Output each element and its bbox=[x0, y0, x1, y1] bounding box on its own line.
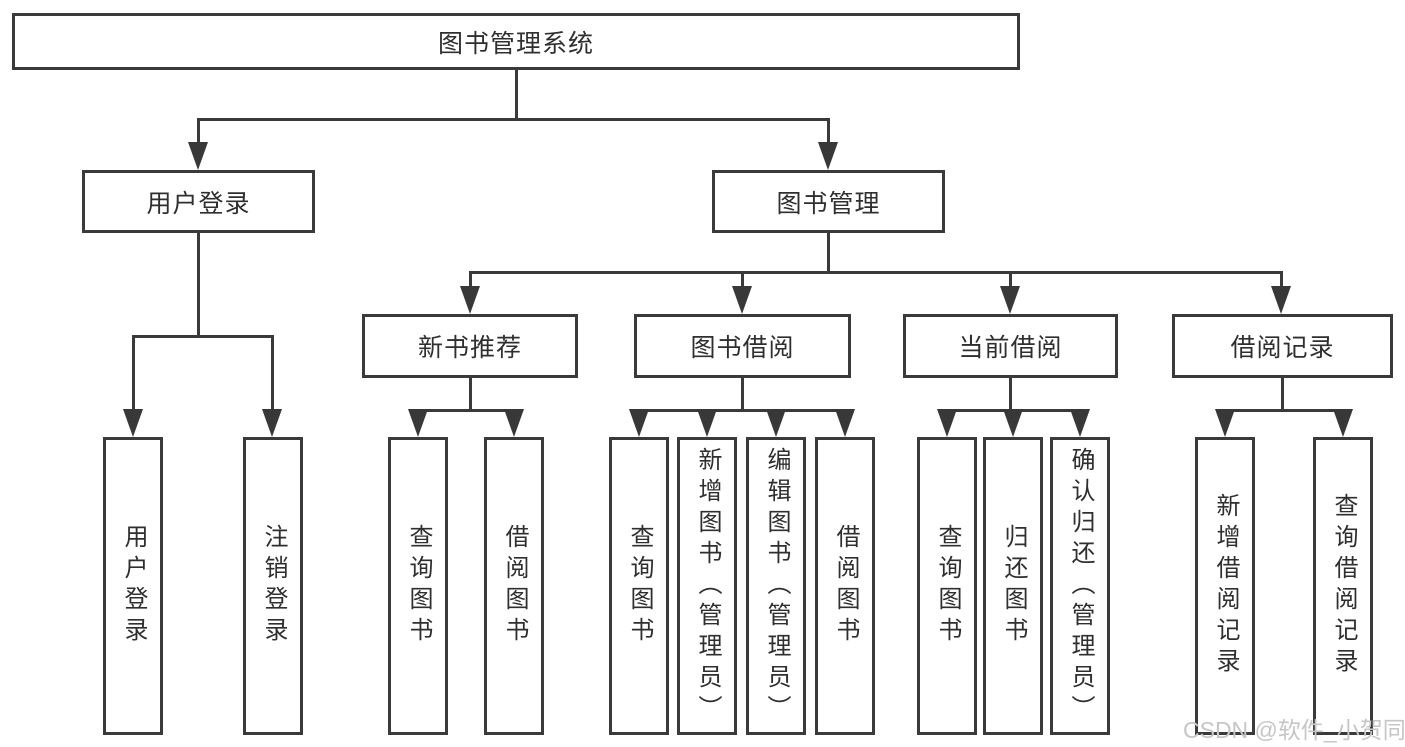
leaf-edit-book-admin: 编辑图书（管理员） bbox=[746, 437, 806, 735]
arrow-down-icon bbox=[766, 409, 786, 437]
leaf-label: 查询图书 bbox=[405, 524, 432, 648]
arrow-down-icon bbox=[408, 409, 428, 437]
node-label: 借阅记录 bbox=[1230, 334, 1335, 362]
connector-vline bbox=[515, 70, 518, 120]
leaf-borrow-books: 借阅图书 bbox=[484, 437, 544, 735]
arrow-down-icon bbox=[504, 409, 524, 437]
node-label: 当前借阅 bbox=[958, 334, 1063, 362]
arrow-down-icon bbox=[937, 409, 957, 437]
leaf-return-books: 归还图书 bbox=[983, 437, 1043, 735]
connector-vline bbox=[132, 335, 135, 411]
arrow-down-icon bbox=[697, 409, 717, 437]
leaf-logout: 注销登录 bbox=[243, 437, 303, 735]
connector-hline bbox=[197, 118, 830, 121]
leaf-query-books: 查询图书 bbox=[609, 437, 669, 735]
node-label: 新书推荐 bbox=[417, 334, 522, 362]
node-user-login: 用户登录 bbox=[82, 170, 315, 233]
leaf-label: 查询借阅记录 bbox=[1330, 493, 1357, 679]
node-book-borrowing: 图书借阅 bbox=[634, 314, 851, 378]
node-new-book-recommend: 新书推荐 bbox=[362, 314, 578, 378]
arrow-down-icon bbox=[1070, 409, 1090, 437]
connector-hline bbox=[469, 271, 1282, 274]
arrow-down-icon bbox=[262, 409, 282, 437]
leaf-label: 用户登录 bbox=[120, 524, 147, 648]
arrow-down-icon bbox=[732, 286, 752, 314]
connector-vline bbox=[1281, 378, 1284, 412]
arrow-down-icon bbox=[1215, 409, 1235, 437]
node-borrowing-records: 借阅记录 bbox=[1172, 314, 1393, 378]
leaf-add-book-admin: 新增图书（管理员） bbox=[677, 437, 737, 735]
leaf-label: 新增图书（管理员） bbox=[694, 446, 721, 726]
leaf-add-borrow-record: 新增借阅记录 bbox=[1195, 437, 1255, 735]
leaf-label: 查询图书 bbox=[626, 524, 653, 648]
node-library-management-system: 图书管理系统 bbox=[12, 13, 1020, 70]
connector-vline bbox=[1009, 378, 1012, 412]
node-label: 图书借阅 bbox=[690, 334, 795, 362]
leaf-borrow-books: 借阅图书 bbox=[815, 437, 875, 735]
arrow-down-icon bbox=[835, 409, 855, 437]
arrow-down-icon bbox=[123, 409, 143, 437]
connector-vline bbox=[741, 378, 744, 412]
leaf-user-login: 用户登录 bbox=[103, 437, 163, 735]
node-label: 用户登录 bbox=[146, 189, 251, 218]
connector-vline bbox=[469, 271, 472, 289]
leaf-query-borrow-record: 查询借阅记录 bbox=[1313, 437, 1373, 735]
connector-vline bbox=[827, 118, 830, 144]
leaf-label: 确认归还（管理员） bbox=[1067, 446, 1094, 726]
node-book-management: 图书管理 bbox=[712, 170, 945, 233]
leaf-label: 借阅图书 bbox=[501, 524, 528, 648]
node-label: 图书管理 bbox=[776, 189, 881, 218]
connector-vline bbox=[469, 378, 472, 412]
leaf-label: 查询图书 bbox=[934, 524, 961, 648]
leaf-label: 编辑图书（管理员） bbox=[763, 446, 790, 726]
connector-vline bbox=[1009, 271, 1012, 289]
leaf-label: 新增借阅记录 bbox=[1212, 493, 1239, 679]
connector-vline bbox=[271, 335, 274, 411]
arrow-down-icon bbox=[1000, 286, 1020, 314]
arrow-down-icon bbox=[629, 409, 649, 437]
arrow-down-icon bbox=[188, 142, 208, 170]
leaf-query-books: 查询图书 bbox=[388, 437, 448, 735]
leaf-query-books: 查询图书 bbox=[917, 437, 977, 735]
arrow-down-icon bbox=[1003, 409, 1023, 437]
arrow-down-icon bbox=[1333, 409, 1353, 437]
connector-hline bbox=[637, 409, 848, 412]
csdn-watermark: CSDN @软件_小贺同学 bbox=[1183, 717, 1405, 743]
connector-vline bbox=[197, 118, 200, 144]
arrow-down-icon bbox=[818, 142, 838, 170]
leaf-label: 借阅图书 bbox=[832, 524, 859, 648]
connector-hline bbox=[417, 409, 517, 412]
arrow-down-icon bbox=[460, 286, 480, 314]
connector-vline bbox=[197, 233, 200, 337]
node-label: 图书管理系统 bbox=[437, 29, 594, 58]
node-current-borrowing: 当前借阅 bbox=[903, 314, 1118, 378]
leaf-confirm-return-admin: 确认归还（管理员） bbox=[1050, 437, 1110, 735]
leaf-label: 归还图书 bbox=[1000, 524, 1027, 648]
connector-vline bbox=[1280, 271, 1283, 289]
arrow-down-icon bbox=[1271, 286, 1291, 314]
connector-hline bbox=[132, 335, 274, 338]
connector-hline bbox=[1224, 409, 1345, 412]
connector-vline bbox=[827, 233, 830, 274]
connector-vline bbox=[741, 271, 744, 289]
leaf-label: 注销登录 bbox=[260, 524, 287, 648]
